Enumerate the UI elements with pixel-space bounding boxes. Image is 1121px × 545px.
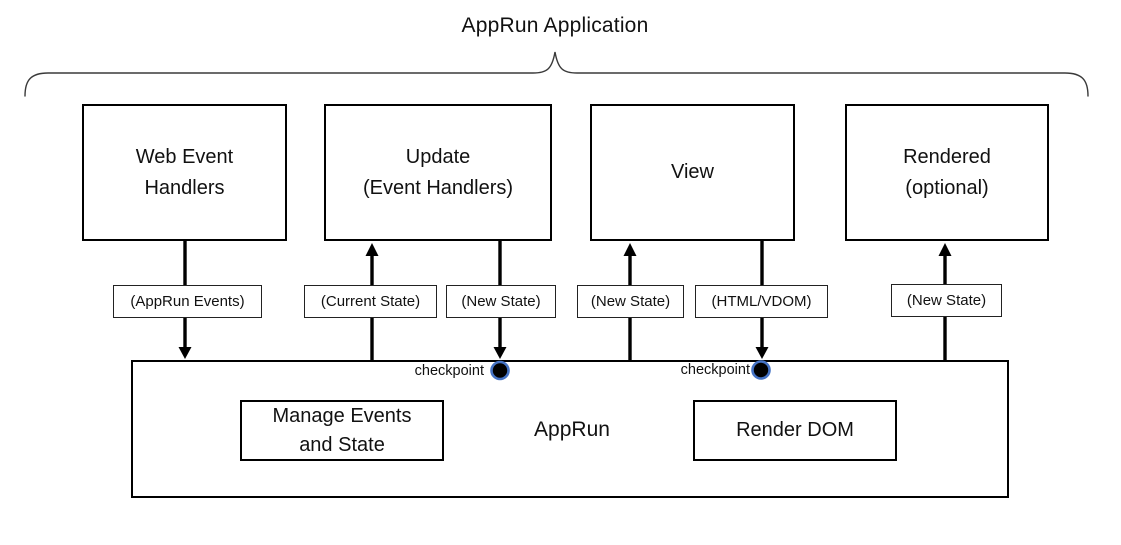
label-html-vdom: (HTML/VDOM) bbox=[695, 285, 828, 318]
arrow-new-state-update-head bbox=[493, 347, 507, 359]
box-render-dom: Render DOM bbox=[693, 400, 897, 461]
arrow-current-state-head bbox=[365, 243, 379, 256]
box-label-line: (optional) bbox=[905, 176, 989, 199]
label-apprun-events: (AppRun Events) bbox=[113, 285, 262, 318]
label-new-state-view: (New State) bbox=[577, 285, 684, 318]
box-label-line: Render DOM bbox=[736, 419, 854, 441]
box-rendered: Rendered (optional) bbox=[845, 104, 1049, 241]
box-manage-events-state: Manage Events and State bbox=[240, 400, 444, 461]
label-new-state-rendered: (New State) bbox=[891, 284, 1002, 317]
box-update: Update (Event Handlers) bbox=[324, 104, 552, 241]
apprun-runtime-label: AppRun bbox=[534, 418, 610, 441]
box-label-line: Handlers bbox=[144, 176, 225, 199]
box-label-line: Update bbox=[405, 145, 471, 168]
box-web-event-handlers: Web Event Handlers bbox=[82, 104, 287, 241]
box-label-line: Web Event bbox=[135, 145, 234, 168]
label-current-state: (Current State) bbox=[304, 285, 437, 318]
diagram-title: AppRun Application bbox=[461, 14, 649, 37]
overbrace-shape bbox=[24, 51, 1089, 97]
checkpoint-label-2: checkpoint bbox=[680, 362, 750, 378]
arrow-new-state-rendered-head bbox=[938, 243, 952, 256]
checkpoint-dot-1 bbox=[490, 360, 510, 381]
box-label-line: Manage Events bbox=[272, 404, 412, 427]
box-view: View bbox=[590, 104, 795, 241]
arrow-new-state-view-head bbox=[623, 243, 637, 256]
box-label-line: View bbox=[671, 161, 714, 183]
checkpoint-dot-2 bbox=[751, 360, 771, 380]
label-new-state-update: (New State) bbox=[446, 285, 556, 318]
box-label-line: and State bbox=[299, 433, 385, 456]
box-label-line: (Event Handlers) bbox=[362, 176, 514, 199]
checkpoint-label-1: checkpoint bbox=[414, 363, 484, 379]
arrow-html-vdom-head bbox=[755, 347, 769, 359]
arrow-apprun-events-head bbox=[178, 347, 192, 359]
box-label-line: Rendered bbox=[903, 145, 991, 168]
